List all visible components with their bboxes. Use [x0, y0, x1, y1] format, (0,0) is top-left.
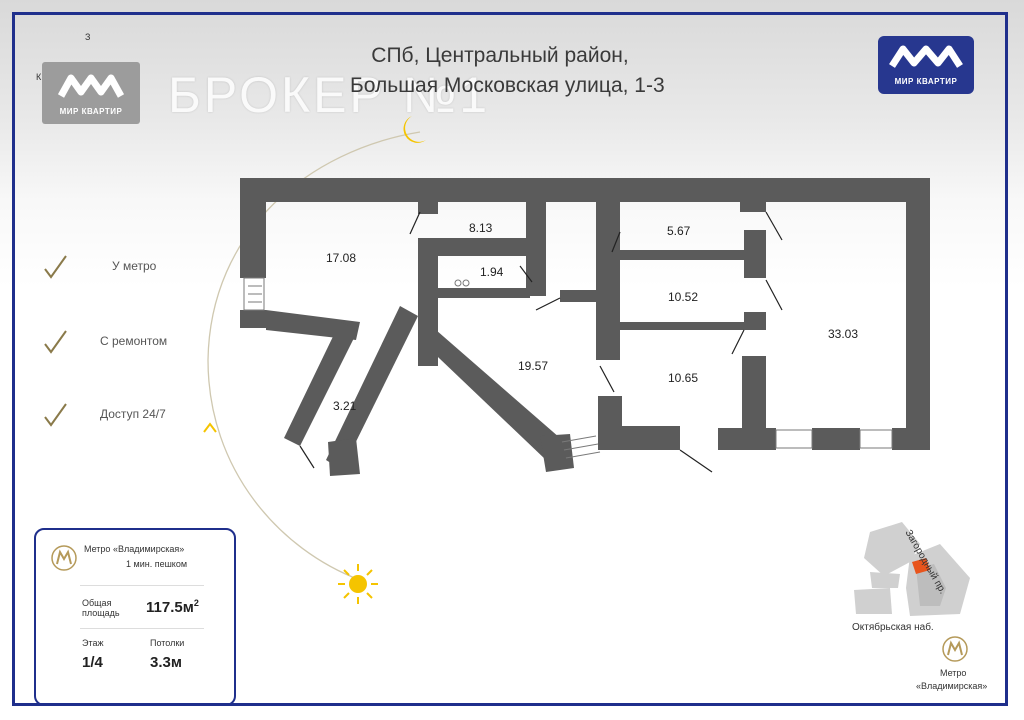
- room-area-label: 19.57: [518, 359, 549, 373]
- floor-value: 1/4: [82, 654, 103, 671]
- sun-path-diagram: [203, 116, 426, 581]
- room-area-label: 33.03: [828, 327, 859, 341]
- room-area-label: 10.52: [668, 290, 699, 304]
- total-area-label: площадь: [82, 608, 120, 618]
- feature-item: У метро: [40, 252, 230, 282]
- location-map: [854, 522, 970, 616]
- map-block: [916, 564, 946, 606]
- fixture-icon: [462, 279, 470, 287]
- ceiling-label: Потолки: [150, 638, 185, 648]
- sun-icon: [338, 564, 378, 604]
- room-area-label: 3.21: [333, 399, 357, 413]
- total-area-number: 117.5м: [146, 599, 194, 616]
- floor-label: Этаж: [82, 638, 104, 648]
- sun-path-arc: [207, 131, 421, 581]
- checkmark-icon: [44, 403, 67, 427]
- total-area-unit-sup: 2: [193, 598, 199, 608]
- checkmark-icon: [44, 330, 67, 354]
- metro-icon: [942, 636, 968, 662]
- room-area-label: 5.67: [667, 224, 691, 238]
- brand-logo-left: МИР КВАРТИР: [42, 62, 140, 124]
- stairs: [248, 285, 601, 459]
- logo-wordmark: МИР КВАРТИР: [894, 77, 958, 86]
- room-area-label: 10.65: [668, 371, 699, 385]
- room-area-label: 1.94: [480, 265, 504, 279]
- direction-arrow-icon: [203, 422, 217, 433]
- divider: [80, 628, 204, 629]
- doors: [299, 211, 783, 473]
- logo-mark-icon: [57, 74, 125, 98]
- feature-item: С ремонтом: [40, 327, 230, 357]
- room-area-label: 17.08: [326, 251, 357, 265]
- feature-label: У метро: [112, 259, 157, 273]
- ceiling-value: 3.3м: [150, 654, 182, 671]
- total-area-value: 117.5м2: [146, 598, 199, 616]
- logo-wordmark: МИР КВАРТИР: [59, 107, 123, 116]
- walls: [240, 178, 930, 476]
- info-card: Метро «Владимирская» 1 мин. пешком Общая…: [34, 528, 236, 706]
- metro-walk-time: 1 мин. пешком: [126, 559, 188, 569]
- building-highlight: [912, 558, 930, 574]
- compass-north-label: З: [85, 32, 91, 42]
- room-area-label: 8.13: [469, 221, 493, 235]
- compass-west-label: К: [36, 72, 42, 82]
- street-label-oktyabrskaya: Октябрьская наб.: [852, 622, 934, 633]
- feature-item: Доступ 24/7: [40, 400, 230, 430]
- map-metro-label: Метро: [940, 668, 967, 678]
- brand-logo-right: МИР КВАРТИР: [878, 36, 974, 94]
- logo-mark-icon: [889, 45, 963, 68]
- brand-title: БРОКЕР №1: [168, 67, 491, 123]
- address-line-2: Большая Московская улица, 1-3: [350, 74, 665, 97]
- feature-label: С ремонтом: [100, 334, 168, 348]
- metro-name: Метро «Владимирская»: [84, 544, 185, 554]
- address-line-1: СПб, Центральный район,: [371, 44, 629, 67]
- fixture-icon: [454, 279, 462, 287]
- map-metro-name: «Владимирская»: [916, 681, 988, 691]
- metro-icon: [51, 545, 77, 571]
- total-area-label: Общая: [82, 598, 112, 608]
- divider: [80, 585, 204, 586]
- checkmark-icon: [44, 255, 67, 279]
- feature-label: Доступ 24/7: [100, 407, 166, 421]
